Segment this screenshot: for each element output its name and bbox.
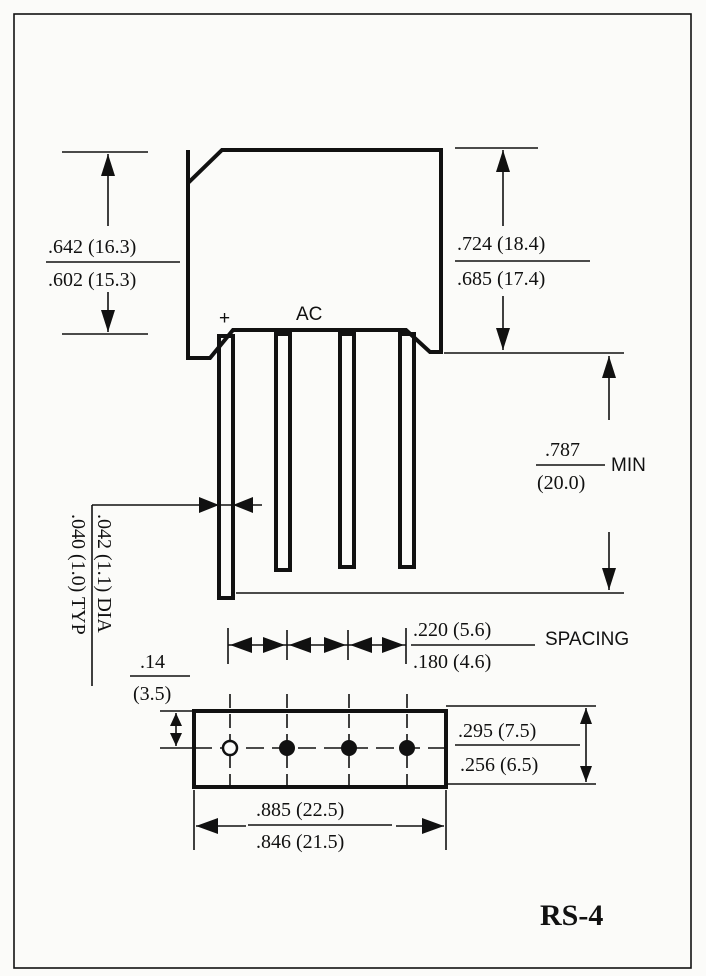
package-bottom-outline [192, 709, 448, 789]
lead-length-inch: .787 [545, 439, 580, 461]
arrow-icon [422, 818, 444, 834]
plus-label: + [219, 308, 230, 329]
lead-dia-min: .040 (1.0) TYP [67, 514, 89, 635]
lead-minus [398, 332, 416, 569]
package-body-outline [186, 148, 443, 360]
arrow-icon [580, 766, 592, 782]
lead-plus [217, 334, 235, 600]
arrow-icon [199, 497, 219, 513]
depth-max: .295 (7.5) [458, 720, 536, 742]
arrow-icon [233, 497, 253, 513]
spacing-label: SPACING [545, 629, 629, 650]
arrow-icon [263, 637, 285, 653]
body-height-min: .602 (15.3) [48, 269, 136, 291]
spacing-min: .180 (4.6) [413, 651, 491, 673]
depth-min: .256 (6.5) [460, 754, 538, 776]
arrow-icon [230, 637, 252, 653]
arrow-icon [496, 328, 510, 350]
arrow-icon [170, 713, 182, 726]
arrow-icon [496, 150, 510, 172]
body-height-max: .642 (16.3) [48, 236, 136, 258]
overall-height-min: .685 (17.4) [457, 268, 545, 290]
edge-offset-mm: (3.5) [133, 683, 171, 705]
width-min: .846 (21.5) [256, 831, 344, 853]
min-label: MIN [611, 455, 646, 476]
ac-label: AC [296, 304, 322, 325]
overall-height-max: .724 (18.4) [457, 233, 545, 255]
drawing-border [13, 13, 692, 969]
pin-hole-ac-1 [279, 740, 295, 756]
arrow-icon [350, 637, 372, 653]
arrow-icon [101, 310, 115, 332]
arrow-icon [382, 637, 404, 653]
lead-length-mm: (20.0) [537, 472, 585, 494]
arrow-icon [324, 637, 346, 653]
edge-offset-inch: .14 [140, 651, 165, 673]
arrow-icon [101, 154, 115, 176]
lead-ac-2 [338, 332, 356, 569]
arrow-icon [580, 708, 592, 724]
arrow-icon [602, 568, 616, 590]
arrow-icon [289, 637, 311, 653]
part-number: RS-4 [540, 899, 603, 932]
lead-diameter-callout: .042 (1.1) DIA .040 (1.0) TYP [67, 514, 115, 635]
pin-hole-plus [221, 739, 239, 757]
width-max: .885 (22.5) [256, 799, 344, 821]
lead-ac-1 [274, 332, 292, 572]
arrow-icon [196, 818, 218, 834]
arrow-icon [602, 356, 616, 378]
pin-hole-ac-2 [341, 740, 357, 756]
lead-dia-max: .042 (1.1) DIA [93, 514, 115, 633]
spacing-max: .220 (5.6) [413, 619, 491, 641]
arrow-icon [170, 733, 182, 746]
pin-hole-minus [399, 740, 415, 756]
